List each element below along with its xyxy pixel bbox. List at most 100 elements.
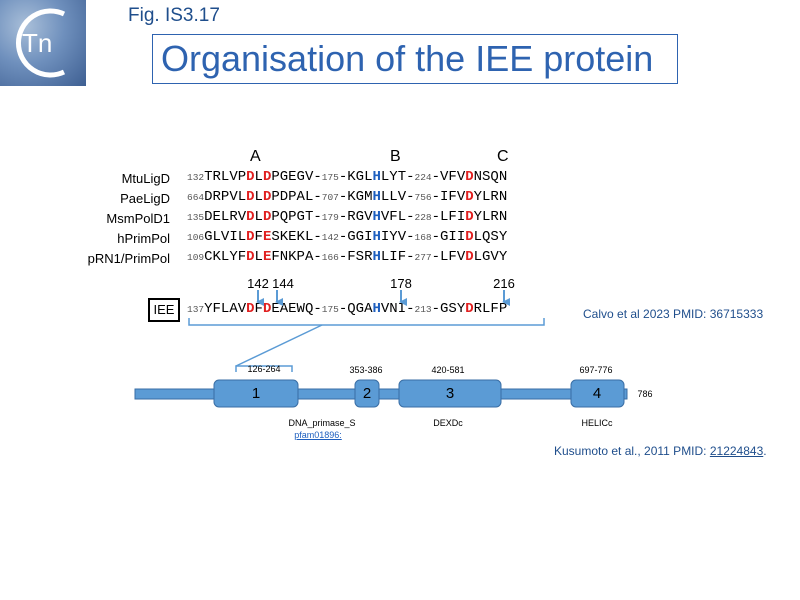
catalytic-residue: D	[465, 301, 474, 317]
catalytic-residue: E	[262, 249, 272, 265]
alignment-row-name: PaeLigD	[120, 191, 170, 206]
sequence-segment: F	[254, 229, 263, 245]
position-number: 142	[247, 276, 269, 291]
sequence-segment: -KGL	[338, 169, 373, 185]
domain-range-label: 697-776	[579, 365, 613, 375]
sequence-segment: YFLAV	[204, 301, 247, 317]
sequence-segment: -LFV	[431, 249, 466, 265]
citation-kusumoto-prefix: Kusumoto et al., 2011 PMID:	[554, 444, 710, 458]
residue-position-number: 137	[187, 304, 205, 315]
conserved-histidine: H	[372, 169, 381, 185]
sequence-segment: -RGV	[338, 209, 373, 225]
sequence-segment: -LFI	[431, 209, 466, 225]
alignment-row-name: hPrimPol	[117, 231, 170, 246]
sequence-segment: -VFV	[431, 169, 466, 185]
alignment-row-name: MtuLigD	[121, 171, 170, 186]
residue-position-number: 142	[321, 232, 339, 243]
residue-position-number: 135	[187, 212, 205, 223]
alignment-row-name: pRN1/PrimPol	[87, 251, 170, 266]
sequence-segment: YLRN	[473, 189, 508, 205]
sequence-segment: L	[254, 249, 263, 265]
pmid-link[interactable]: 21224843	[709, 444, 764, 458]
citation-kusumoto: Kusumoto et al., 2011 PMID: 21224843.	[554, 444, 767, 458]
sequence-segment: PDPAL-	[271, 189, 322, 205]
domain-range-label: 353-386	[349, 365, 383, 375]
column-label-b: B	[390, 148, 401, 165]
sequence-segment: -GSY	[431, 301, 466, 317]
sequence-segment: YLRN	[473, 209, 508, 225]
domain-4	[570, 379, 625, 408]
sequence-segment: PQPGT-	[271, 209, 322, 225]
pfam-link[interactable]: pfam01896:	[294, 430, 342, 440]
catalytic-residue: D	[246, 301, 255, 317]
protein-backbone	[134, 388, 628, 400]
alignment-row-sequence: 109CKLYFDLEFNKPA-166-FSRHLIF-277-LFVDLGV…	[187, 249, 507, 265]
catalytic-residue: D	[465, 189, 474, 205]
alignment-row-sequence: 106GLVILDFESKEKL-142-GGIHIYV-168-GIIDLQS…	[187, 229, 507, 245]
sequence-segment: DELRV	[204, 209, 247, 225]
catalytic-residue: D	[465, 229, 474, 245]
conserved-histidine: H	[372, 209, 381, 225]
figure-label: Fig. IS3.17	[128, 5, 220, 26]
column-label-a: A	[250, 148, 261, 165]
position-number: 144	[272, 276, 294, 291]
sequence-segment: SKEKL-	[271, 229, 322, 245]
conserved-histidine: H	[372, 229, 381, 245]
alignment-row-sequence: 135DELRVDLDPQPGT-179-RGVHVFL-228-LFIDYLR…	[187, 209, 507, 225]
alignment-row-sequence: 132TRLVPDLDPGEGV-175-KGLHLYT-224-VFVDNSQ…	[187, 169, 507, 185]
catalytic-residue: D	[246, 229, 255, 245]
residue-position-number: 166	[321, 252, 339, 263]
catalytic-residue: D	[246, 209, 255, 225]
sequence-segment: L	[254, 209, 263, 225]
domain1-bracket	[235, 365, 293, 372]
sequence-segment: FNKPA-	[271, 249, 322, 265]
domain-name-primase: DNA_primase_S	[288, 418, 356, 428]
sequence-segment: -IFV	[431, 189, 466, 205]
protein-length-label: 786	[637, 389, 653, 399]
page-title: Organisation of the IEE protein	[161, 38, 654, 79]
sequence-segment: VFL-	[380, 209, 415, 225]
position-number: 178	[390, 276, 412, 291]
sequence-segment: TRLVP	[204, 169, 247, 185]
position-number: 216	[493, 276, 515, 291]
sequence-segment: -KGM	[338, 189, 373, 205]
sequence-segment: L	[254, 189, 263, 205]
catalytic-residue: D	[262, 189, 272, 205]
domain-3	[398, 379, 502, 408]
conserved-histidine: H	[372, 301, 381, 317]
pfam-link-text[interactable]: pfam01896:	[294, 430, 342, 440]
alignment-row-name: MsmPolD1	[106, 211, 170, 226]
sequence-segment: L	[254, 169, 263, 185]
residue-position-number: 132	[187, 172, 205, 183]
residue-position-number: 179	[321, 212, 339, 223]
alignment-row-sequence: 664DRPVLDLDPDPAL-707-KGMHLLV-756-IFVDYLR…	[187, 189, 507, 205]
sequence-segment: PGEGV-	[271, 169, 322, 185]
sequence-segment: DRPVL	[204, 189, 247, 205]
title-box: Organisation of the IEE protein	[152, 34, 678, 84]
catalytic-residue: E	[262, 229, 272, 245]
residue-position-number: 664	[187, 192, 205, 203]
residue-position-number: 224	[414, 172, 432, 183]
conserved-histidine: H	[372, 249, 381, 265]
sequence-segment: -GII	[431, 229, 466, 245]
residue-position-number: 707	[321, 192, 339, 203]
catalytic-residue: D	[262, 301, 272, 317]
domain-number: 2	[362, 385, 372, 402]
sequence-segment: -GGI	[338, 229, 373, 245]
column-label-c: C	[497, 148, 509, 165]
citation-calvo: Calvo et al 2023 PMID: 36715333	[583, 307, 764, 321]
conserved-histidine: H	[372, 189, 381, 205]
residue-position-number: 168	[414, 232, 432, 243]
sequence-segment: -QGA	[338, 301, 373, 317]
citation-kusumoto-suffix: .	[763, 444, 767, 458]
sequence-segment: NSQN	[473, 169, 508, 185]
catalytic-residue: D	[465, 249, 474, 265]
catalytic-residue: D	[465, 169, 474, 185]
sequence-segment: GLVIL	[204, 229, 247, 245]
sequence-segment: LIF-	[380, 249, 415, 265]
logo-text: Tn	[22, 28, 52, 58]
sequence-segment: LGVY	[473, 249, 508, 265]
residue-position-number: 277	[414, 252, 432, 263]
residue-position-number: 228	[414, 212, 432, 223]
